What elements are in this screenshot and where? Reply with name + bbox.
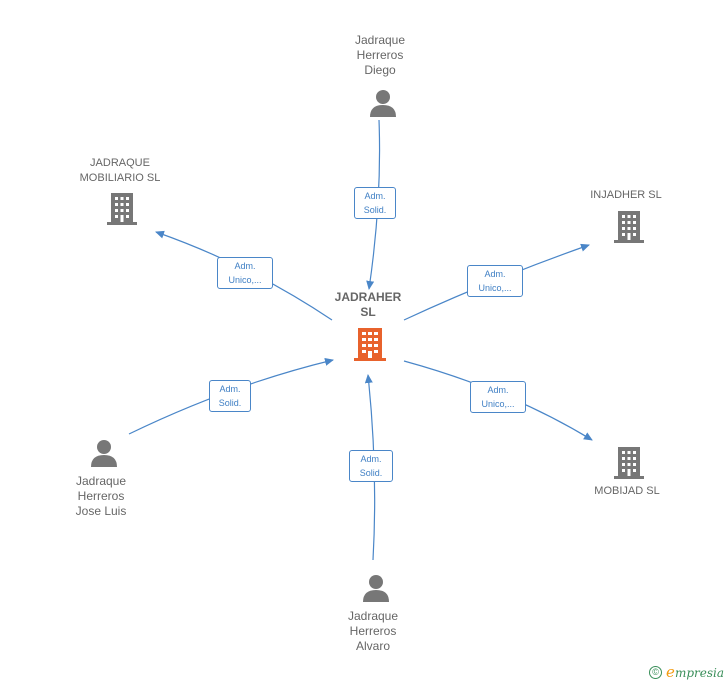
- footer-branding: © empresia: [649, 663, 724, 681]
- person-icon[interactable]: [361, 573, 391, 603]
- edge-role-line2: Solid.: [359, 468, 383, 478]
- edge-role-line1: Adm.: [234, 261, 256, 271]
- edge-label-mobiliario[interactable]: Adm. Unico,...: [217, 257, 273, 289]
- edge-role-line1: Adm.: [487, 385, 509, 395]
- edge-role-line2: Unico,...: [481, 399, 515, 409]
- edge-role-line2: Solid.: [218, 398, 242, 408]
- person-icon[interactable]: [89, 438, 119, 468]
- company-label-mobijad[interactable]: MOBIJAD SL: [594, 485, 660, 497]
- person-label-diego[interactable]: Jadraque Herreros Diego: [354, 33, 406, 77]
- brand-initial: e: [666, 663, 675, 681]
- edge-role-line2: Unico,...: [478, 283, 512, 293]
- edge-label-alvaro[interactable]: Adm. Solid.: [349, 450, 393, 482]
- building-icon[interactable]: [107, 191, 137, 225]
- building-icon[interactable]: [614, 209, 644, 243]
- edge-role-line1: Adm.: [484, 269, 506, 279]
- edge-label-joseluis[interactable]: Adm. Solid.: [209, 380, 251, 412]
- edge-role-line1: Adm.: [219, 384, 241, 394]
- person-label-alvaro[interactable]: Jadraque Herreros Alvaro: [347, 609, 399, 653]
- edge-role-line1: Adm.: [364, 191, 386, 201]
- edge-label-injadher[interactable]: Adm. Unico,...: [467, 265, 523, 297]
- edge-role-line2: Solid.: [363, 205, 387, 215]
- edge-label-diego[interactable]: Adm. Solid.: [354, 187, 396, 219]
- company-label-mobiliario[interactable]: JADRAQUE MOBILIARIO SL: [79, 157, 161, 184]
- building-icon[interactable]: [614, 445, 644, 479]
- brand-logo[interactable]: empresia: [666, 663, 724, 681]
- person-icon[interactable]: [368, 88, 398, 118]
- center-building-icon[interactable]: [354, 325, 386, 361]
- edge-role-line2: Unico,...: [228, 275, 262, 285]
- copyright-icon: ©: [649, 665, 663, 679]
- center-company-label[interactable]: JADRAHER SL: [334, 290, 402, 319]
- company-label-injadher[interactable]: INJADHER SL: [590, 189, 662, 201]
- brand-name: mpresia: [674, 666, 724, 680]
- person-label-joseluis[interactable]: Jadraque Herreros Jose Luis: [75, 474, 127, 518]
- edge-role-line1: Adm.: [360, 454, 382, 464]
- edge-label-mobijad[interactable]: Adm. Unico,...: [470, 381, 526, 413]
